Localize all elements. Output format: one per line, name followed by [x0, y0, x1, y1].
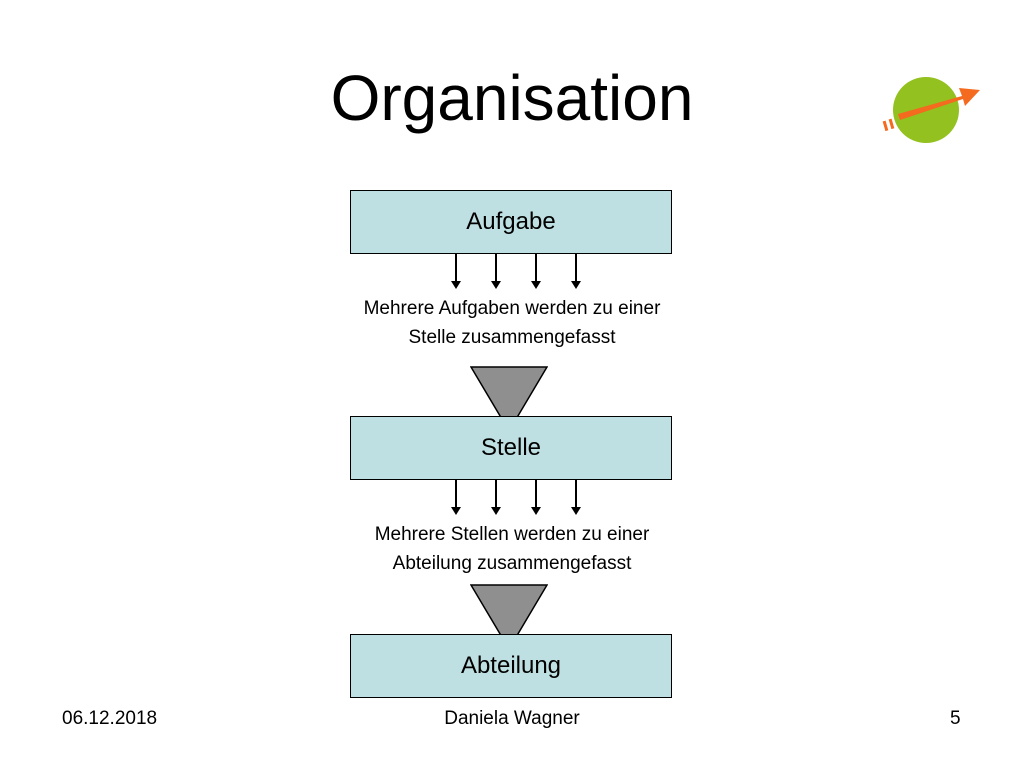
footer-author: Daniela Wagner [444, 708, 580, 729]
footer-date: 06.12.2018 [62, 708, 158, 729]
caption-aufgaben: Mehrere Aufgaben werden zu einer Stelle … [290, 294, 734, 352]
green-circle-orange-arrow-icon [882, 77, 980, 143]
caption-stellen: Mehrere Stellen werden zu einer Abteilun… [290, 520, 734, 578]
arrows-down-1 [451, 254, 581, 289]
box-aufgabe: Aufgabe [350, 190, 672, 254]
footer-page-number: 5 [950, 708, 961, 729]
caption-stellen-line2: Abteilung zusammengefasst [392, 553, 632, 574]
page-title: Organisation [330, 62, 694, 134]
caption-stellen-line1: Mehrere Stellen werden zu einer [374, 524, 650, 545]
caption-aufgaben-line2: Stelle zusammengefasst [408, 327, 616, 348]
box-stelle: Stelle [350, 416, 672, 480]
arrows-down-2 [451, 480, 581, 515]
funnel-triangle-icon [470, 366, 548, 432]
funnel-triangle-icon-2 [470, 584, 548, 650]
caption-aufgaben-line1: Mehrere Aufgaben werden zu einer [363, 298, 661, 319]
box-abteilung: Abteilung [350, 634, 672, 698]
